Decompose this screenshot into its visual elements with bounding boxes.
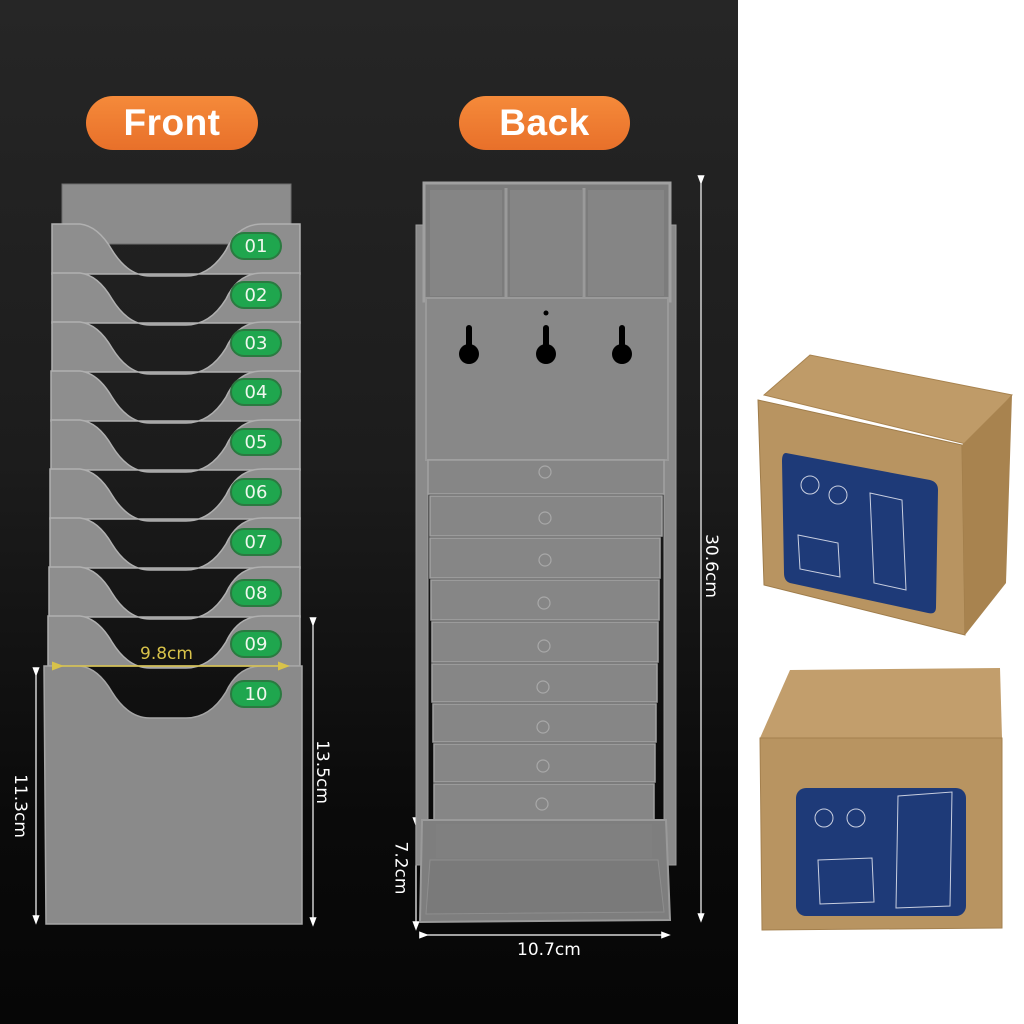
dimension-width-front: 9.8cm: [140, 644, 193, 664]
packaging-box-closed: [759, 668, 1003, 931]
tray-number-tag: 07: [230, 528, 282, 556]
back-organizer-illustration: [415, 181, 677, 924]
tray-number-tag: 06: [230, 478, 282, 506]
dimension-base-width: 10.7cm: [517, 940, 581, 960]
dimension-pocket-height: 11.3cm: [9, 774, 30, 838]
measurement-lines: [32, 175, 705, 939]
tray-number-tag: 02: [230, 281, 282, 309]
tray-number-tag: 04: [230, 378, 282, 406]
tray-number-tag: 08: [230, 579, 282, 607]
packaging-box-open: [757, 354, 1013, 636]
back-label-badge: Back: [459, 96, 630, 150]
keyhole-icon: [459, 310, 632, 364]
tray-number-tag: 01: [230, 232, 282, 260]
dimension-front-height: 13.5cm: [311, 740, 332, 804]
front-label-badge: Front: [86, 96, 258, 150]
tray-number-tag: 10: [230, 680, 282, 708]
tray-number-tag: 05: [230, 428, 282, 456]
dimension-total-height: 30.6cm: [700, 534, 721, 598]
tray-number-tag: 03: [230, 329, 282, 357]
tray-number-tag: 09: [230, 630, 282, 658]
